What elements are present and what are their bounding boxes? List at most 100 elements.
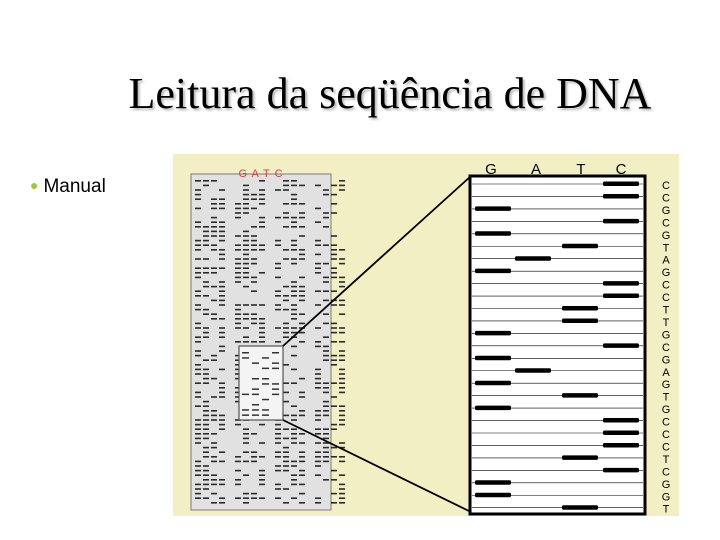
gel-band <box>219 331 225 334</box>
gel-band <box>203 414 209 417</box>
gel-band <box>203 474 209 476</box>
gel-band <box>259 244 265 246</box>
gel-band <box>235 244 241 246</box>
gel-band <box>235 203 241 205</box>
gel-band <box>291 281 297 283</box>
gel-band <box>203 382 209 384</box>
gel-band <box>219 451 225 453</box>
gel-band <box>331 396 337 398</box>
gel-band <box>243 460 249 463</box>
sequence-letter: C <box>662 417 670 429</box>
gel-band <box>299 502 305 504</box>
gel-band <box>283 189 289 191</box>
gel-band <box>243 497 249 499</box>
gel-band <box>251 290 257 292</box>
gel-band <box>251 258 257 260</box>
gel-band <box>251 239 257 242</box>
gel-band <box>235 368 241 371</box>
gel-band <box>291 405 297 407</box>
gel-band <box>275 304 281 306</box>
gel-band <box>291 313 297 315</box>
band-g <box>475 231 511 236</box>
gel-band <box>195 189 201 191</box>
gel-band <box>243 433 249 435</box>
gel-band <box>283 203 289 205</box>
zoom-window-bands <box>242 352 279 416</box>
gel-band <box>252 378 259 380</box>
gel-band <box>299 313 305 315</box>
gel-band <box>203 295 209 297</box>
gel-band <box>251 451 257 453</box>
band-c <box>603 442 639 448</box>
gel-band <box>315 502 321 504</box>
gel-band <box>331 502 337 504</box>
gel-band <box>203 405 209 407</box>
band-c <box>603 293 639 299</box>
gel-band <box>195 295 201 297</box>
gel-band <box>283 299 289 302</box>
gel-band <box>339 189 345 191</box>
gel-band <box>195 474 201 476</box>
band-t <box>562 505 598 510</box>
gel-band <box>331 446 337 449</box>
gel-band <box>235 313 241 315</box>
gel-band <box>235 456 241 458</box>
band-a <box>515 256 551 261</box>
gel-band <box>195 391 201 394</box>
gel-band <box>339 474 345 476</box>
gel-band <box>219 483 225 486</box>
gel-band <box>211 226 217 228</box>
gel-band <box>243 267 249 269</box>
gel-band <box>203 465 209 467</box>
gel-band <box>252 409 259 411</box>
band-t <box>562 306 598 311</box>
gel-band <box>211 354 217 357</box>
gel-band <box>291 460 297 463</box>
gel-band <box>315 272 321 274</box>
gel-band <box>339 414 345 417</box>
gel-band <box>323 189 329 191</box>
gel-band <box>315 451 321 453</box>
gel-band <box>331 428 337 430</box>
gel-band <box>211 474 217 476</box>
gel-band <box>219 258 225 260</box>
gel-band <box>272 367 279 370</box>
gel-band <box>331 203 337 205</box>
gel-band <box>251 262 257 265</box>
gel-band <box>235 387 241 389</box>
gel-band <box>211 207 217 210</box>
gel-band <box>299 299 305 302</box>
sequence-letter: C <box>662 466 670 478</box>
gel-band <box>219 327 225 329</box>
gel-band <box>243 502 249 504</box>
gel-band <box>211 249 217 251</box>
gel-band <box>259 322 265 325</box>
gel-band <box>275 189 281 191</box>
gel-band <box>219 267 225 269</box>
gel-band <box>251 460 257 463</box>
gel-band <box>203 244 209 246</box>
gel-band <box>339 456 345 458</box>
gel-band <box>323 456 329 458</box>
gel-band <box>283 322 289 325</box>
gel-band <box>283 460 289 463</box>
gel-band <box>235 304 241 306</box>
gel-band <box>299 469 305 472</box>
gel-band <box>339 276 345 279</box>
gel-band <box>259 318 265 320</box>
gel-band <box>203 359 209 361</box>
sequence-letter: C <box>662 180 670 192</box>
gel-band <box>195 368 201 371</box>
gel-band <box>211 272 217 274</box>
gel-band <box>251 198 257 200</box>
gel-band <box>243 313 249 315</box>
sequence-letter: T <box>663 454 670 466</box>
gel-band <box>203 469 209 472</box>
gel-band <box>339 304 345 306</box>
gel-band <box>272 383 279 385</box>
gel-band <box>243 428 249 430</box>
slide-title: Leitura da seqüência de DNA <box>128 69 652 118</box>
gel-band <box>219 387 225 389</box>
gel-band <box>195 396 201 398</box>
gel-band <box>251 322 257 325</box>
